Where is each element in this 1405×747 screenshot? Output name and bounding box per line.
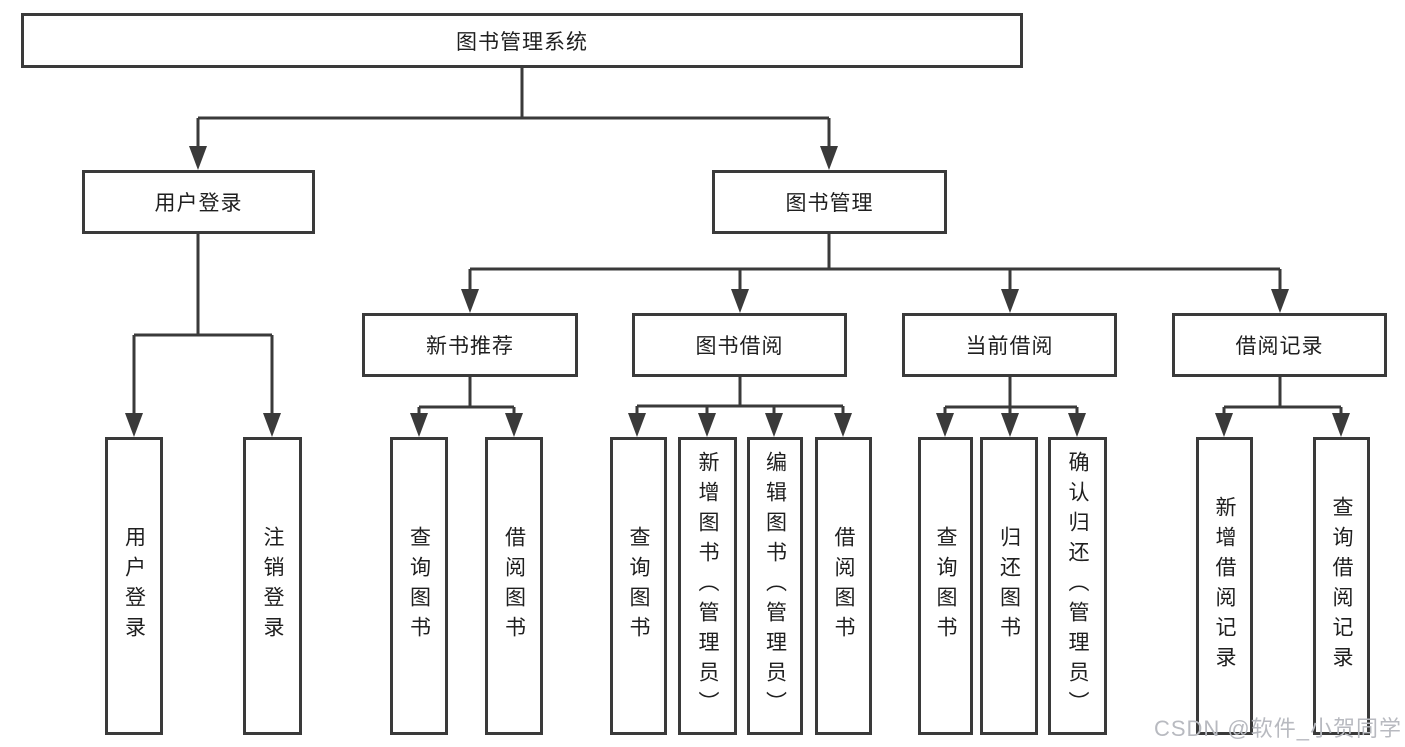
leaf-nb-borrow-book: 借阅图书 (485, 437, 543, 735)
leaf-logout-label: 注销登录 (261, 526, 284, 646)
leaf-bb-query-book-label: 查询图书 (627, 526, 650, 646)
node-current-borrowing-label: 当前借阅 (965, 335, 1054, 358)
leaf-nb-query-book: 查询图书 (390, 437, 448, 735)
node-root: 图书管理系统 (21, 13, 1023, 68)
node-book-management: 图书管理 (712, 170, 947, 234)
leaf-bb-borrow-book: 借阅图书 (815, 437, 872, 735)
node-user-login: 用户登录 (82, 170, 315, 234)
leaf-bb-add-book-admin-label: 新增图书（管理员） (696, 451, 719, 721)
node-user-login-label: 用户登录 (154, 192, 243, 215)
leaf-bb-edit-book-admin: 编辑图书（管理员） (747, 437, 803, 735)
leaf-br-query-record-label: 查询借阅记录 (1330, 496, 1353, 676)
node-borrowing-records-label: 借阅记录 (1235, 335, 1324, 358)
leaf-cb-return-book-label: 归还图书 (997, 526, 1021, 646)
node-borrowing-records: 借阅记录 (1172, 313, 1387, 377)
leaf-br-query-record: 查询借阅记录 (1313, 437, 1370, 735)
leaf-cb-confirm-return-admin: 确认归还（管理员） (1048, 437, 1107, 735)
node-current-borrowing: 当前借阅 (902, 313, 1117, 377)
leaf-cb-return-book: 归还图书 (980, 437, 1038, 735)
leaf-bb-query-book: 查询图书 (610, 437, 667, 735)
node-new-book-recommend: 新书推荐 (362, 313, 578, 377)
leaf-br-add-record: 新增借阅记录 (1196, 437, 1253, 735)
watermark: CSDN @软件_小贺同学 (1153, 716, 1402, 741)
leaf-cb-confirm-return-admin-label: 确认归还（管理员） (1066, 451, 1089, 721)
leaf-bb-add-book-admin: 新增图书（管理员） (678, 437, 737, 735)
leaf-cb-query-book: 查询图书 (918, 437, 973, 735)
node-book-management-label: 图书管理 (785, 192, 874, 215)
leaf-bb-edit-book-admin-label: 编辑图书（管理员） (763, 451, 787, 721)
leaf-user-login-label: 用户登录 (122, 526, 146, 646)
node-new-book-recommend-label: 新书推荐 (426, 335, 514, 358)
leaf-br-add-record-label: 新增借阅记录 (1213, 496, 1236, 676)
node-book-borrowing-label: 图书借阅 (695, 335, 784, 358)
leaf-nb-query-book-label: 查询图书 (407, 526, 431, 646)
node-book-borrowing: 图书借阅 (632, 313, 847, 377)
node-root-label: 图书管理系统 (456, 30, 588, 54)
leaf-nb-borrow-book-label: 借阅图书 (502, 526, 526, 646)
leaf-logout: 注销登录 (243, 437, 302, 735)
leaf-bb-borrow-book-label: 借阅图书 (832, 526, 855, 646)
leaf-cb-query-book-label: 查询图书 (934, 526, 957, 646)
arrowheads (125, 146, 1350, 437)
leaf-user-login: 用户登录 (105, 437, 163, 735)
